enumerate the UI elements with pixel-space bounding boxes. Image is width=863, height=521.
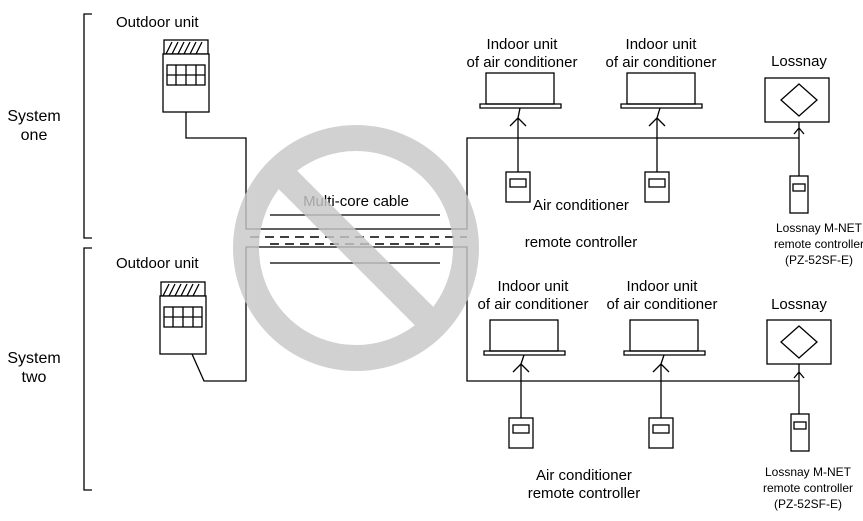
indoor-unit-1-2-label-line2: of air conditioner: [606, 54, 717, 71]
outdoor-unit-label-1: Outdoor unit: [116, 14, 199, 31]
lossnay-remote-label-1-line3: (PZ-52SF-E): [785, 253, 853, 267]
outdoor-unit-2: [159, 281, 207, 355]
indoor-unit-1-1-label-line2: of air conditioner: [467, 54, 578, 71]
ac-remote-label-2-line2: remote controller: [528, 485, 641, 502]
indoor-unit-2-1-label-line2: of air conditioner: [478, 296, 589, 313]
lossnay-remote-2: [790, 413, 810, 452]
system-one-label-line1: System: [7, 108, 60, 125]
lossnay-unit-2: [766, 319, 832, 379]
lossnay-remote-label-2-line3: (PZ-52SF-E): [774, 497, 842, 511]
lossnay-unit-1: [764, 77, 830, 135]
ac-remote-1-2: [644, 171, 670, 203]
outdoor-unit-label-2: Outdoor unit: [116, 255, 199, 272]
system-two-bracket: [83, 247, 92, 491]
lossnay-label-1: Lossnay: [771, 53, 827, 70]
indoor-unit-1-2-label-line1: Indoor unit: [626, 36, 698, 53]
outdoor-unit-1: [162, 39, 210, 113]
indoor-unit-2-2-label-line2: of air conditioner: [607, 296, 718, 313]
ac-remote-2-1: [508, 417, 534, 449]
prohibition-sign: [233, 125, 479, 371]
indoor-unit-1-2: [620, 72, 703, 127]
system-two-label-line2: two: [22, 369, 47, 386]
lossnay-remote-label-1-line1: Lossnay M-NET: [776, 221, 863, 235]
ac-remote-label-2-line1: Air conditioner: [536, 467, 632, 484]
indoor-unit-2-1-label-line1: Indoor unit: [498, 278, 570, 295]
lossnay-remote-label-2-line1: Lossnay M-NET: [765, 465, 852, 479]
ac-remote-label-1-line1: Air conditioner: [533, 197, 629, 214]
indoor-unit-1-1: [479, 72, 562, 127]
system-two-label-line1: System: [7, 350, 60, 367]
indoor-unit-2-1: [483, 319, 566, 373]
indoor-unit-2-2: [623, 319, 706, 373]
indoor-unit-2-2-label-line1: Indoor unit: [627, 278, 699, 295]
lossnay-remote-1: [789, 175, 809, 214]
lossnay-remote-label-2-line2: remote controller: [763, 481, 853, 495]
lossnay-remote-label-1-line2: remote controller: [774, 237, 863, 251]
ac-remote-2-2: [648, 417, 674, 449]
system-one-label-line2: one: [21, 127, 48, 144]
lossnay-label-2: Lossnay: [771, 296, 827, 313]
system-one-bracket: [83, 13, 92, 239]
indoor-unit-1-1-label-line1: Indoor unit: [487, 36, 559, 53]
ac-remote-1-1: [505, 171, 531, 203]
ac-remote-label-1-line2: remote controller: [525, 234, 638, 251]
